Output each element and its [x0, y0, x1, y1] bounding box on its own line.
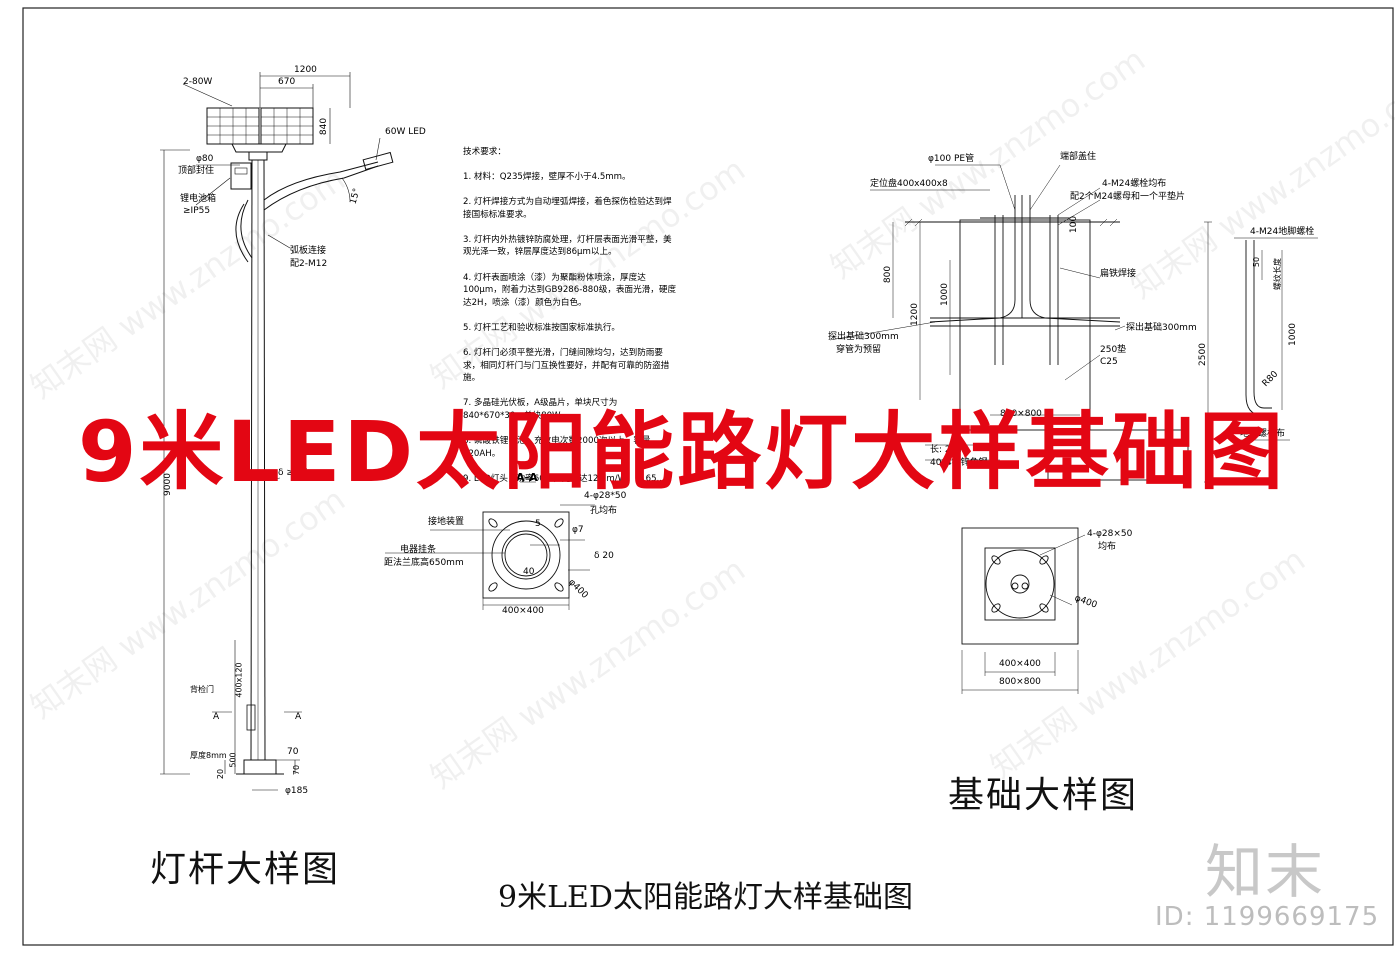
fe-right-out: 探出基础300mm: [1126, 323, 1197, 333]
fe-800: 800: [883, 265, 894, 284]
tech-line-4: 4. 灯杆表面喷涂（漆）为聚酯粉体喷涂，厚度达100μm，附着力达到GB9286…: [463, 272, 677, 308]
fe-800x800: 800×800: [1000, 409, 1042, 419]
anchor-1000: 1000: [1287, 323, 1298, 346]
lamp-arm: [263, 161, 379, 201]
panel-label: 2-80W: [183, 77, 213, 87]
sheet-border: [22, 7, 1394, 946]
section-aa-drawing: [385, 481, 595, 610]
battery-label: 锂电池箱: [180, 194, 217, 204]
brand-logo: 知末: [1204, 838, 1325, 906]
aa-holes: 4-φ28*50: [584, 491, 627, 501]
fe-pe: φ100 PE管: [928, 154, 975, 164]
aa-ground: 接地装置: [428, 517, 465, 527]
image-id: ID: 1199669175: [1155, 902, 1380, 932]
tech-line-7: 7. 多晶硅光伏板，A级晶片，单块尺寸为840*670*30，单块80W。: [463, 398, 618, 422]
dim-1200: 1200: [294, 65, 317, 75]
fe-concrete: 250垫: [1100, 345, 1127, 355]
anchor-50: 50: [1252, 256, 1262, 268]
dim-670: 670: [278, 77, 296, 87]
pole-caption: 灯杆大样图: [150, 849, 341, 890]
top-seal: 顶部封住: [178, 166, 215, 176]
plate-thickness: 厚度8mm: [190, 751, 227, 760]
red-banner-title: 9米LED太阳能路灯大样基础图: [78, 403, 1287, 501]
tech-line-8: 8. 磷酸铁锂电池，充放电次数2000次以上，容量320AH。: [463, 436, 651, 459]
aa-5: 5: [535, 519, 541, 529]
battery-box: [230, 162, 252, 190]
fe-flat-steel: 扁铁焊接: [1100, 269, 1137, 279]
dim-500: 500: [228, 752, 238, 768]
fe-grade: C25: [1100, 357, 1118, 367]
foundation-elevation-drawing: [829, 164, 1212, 483]
dim-70-w: 70: [287, 747, 299, 757]
bottom-title: 9米LED太阳能路灯大样基础图: [498, 880, 913, 915]
pole-left-edge: [250, 159, 253, 761]
aa-hole-dist: 孔均布: [590, 506, 618, 516]
tech-line-6: 6. 灯杆门必须平整光滑，门缝间隙均匀，达到防雨要求，相同灯杆门与门互换性要好，…: [463, 348, 670, 384]
door-label: 背检门: [190, 685, 214, 694]
tech-line-5: 5. 灯杆工艺和验收标准按国家标准执行。: [463, 322, 621, 333]
aa-hang: 电器挂条: [400, 545, 437, 555]
foundation-plan-drawing: [961, 527, 1086, 694]
fe-2500: 2500: [1197, 343, 1208, 366]
fe-left-out: 探出基础300mm: [828, 332, 899, 342]
fe-100: 100: [1069, 215, 1080, 234]
fp-holes: 4-φ28×50: [1087, 529, 1133, 539]
tech-line-2: 2. 灯杆焊接方式为自动埋弧焊接，着色探伤检验达到焊接国标标准要求。: [463, 196, 672, 220]
dia-185: φ185: [285, 786, 309, 796]
aa-d20: δ 20: [594, 551, 614, 561]
fe-angle-steel: 40*4镀锌角钢: [930, 458, 988, 468]
fe-plate: 定位盘400x400x8: [870, 179, 948, 189]
led-head: [362, 151, 394, 171]
pole-right-edge: [263, 159, 266, 761]
section-mark-left: A: [213, 712, 220, 722]
anchor-label: 地脚螺栓布: [1240, 429, 1286, 439]
dim-840: 840: [319, 117, 330, 136]
aa-size: 400×400: [502, 606, 544, 616]
fe-1000: 1000: [939, 283, 950, 306]
arc-plate: 弧板连接: [290, 246, 327, 256]
fp-outer: 800×800: [999, 677, 1041, 687]
fe-cap: 端部盖住: [1060, 152, 1097, 162]
fe-left-out2: 穿管为预留: [836, 345, 882, 355]
tech-line-9: 9. LED灯头，功率60W，光效达120lm/W，1165...: [463, 474, 665, 485]
tech-line-1: 1. 材料：Q235焊接，壁厚不小于4.5mm。: [463, 171, 631, 182]
thickness: δ ≥4.5mm: [278, 468, 326, 478]
pole-drawing: [160, 72, 394, 791]
anchor-thread: 螺纹长度: [1273, 258, 1282, 290]
tech-line-3: 3. 灯杆内外热镀锌防腐处理，灯杆层表面光滑平整，美观光泽一致，锌层厚度达到86…: [463, 234, 672, 258]
foundation-caption: 基础大样图: [948, 775, 1139, 816]
door-size: 400x120: [234, 662, 244, 698]
fp-uniform: 均布: [1098, 542, 1117, 552]
anchor-bolt-drawing: [1234, 237, 1318, 441]
fe-len: 长: 2.5m: [930, 445, 968, 455]
tech-requirements: 技术要求： 1. 材料：Q235焊接，壁厚不小于4.5mm。 2. 灯杆焊接方式…: [463, 133, 678, 498]
aa-40: 40: [523, 567, 535, 577]
section-mark-right: A: [295, 712, 302, 722]
anchor-title: 4-M24地脚螺栓: [1250, 227, 1315, 237]
dia-80: φ80: [196, 154, 214, 164]
fe-bolts: 4-M24螺栓均布: [1102, 179, 1167, 189]
led-label: 60W LED: [385, 127, 426, 137]
ip-label: ≥IP55: [183, 206, 211, 216]
fe-1200: 1200: [909, 303, 920, 326]
dim-20: 20: [216, 768, 226, 780]
fe-nuts: 配2个M24螺母和一个平垫片: [1070, 192, 1185, 202]
tech-title: 技术要求：: [463, 146, 506, 157]
aa-hang-dist: 距法兰底高650mm: [384, 558, 464, 568]
section-aa-title: A-A: [516, 471, 538, 484]
bolts-m12: 配2-M12: [290, 259, 328, 269]
aa-phi7: φ7: [572, 525, 584, 535]
fp-inner: 400×400: [999, 659, 1041, 669]
dim-70-h: 70: [292, 764, 302, 776]
